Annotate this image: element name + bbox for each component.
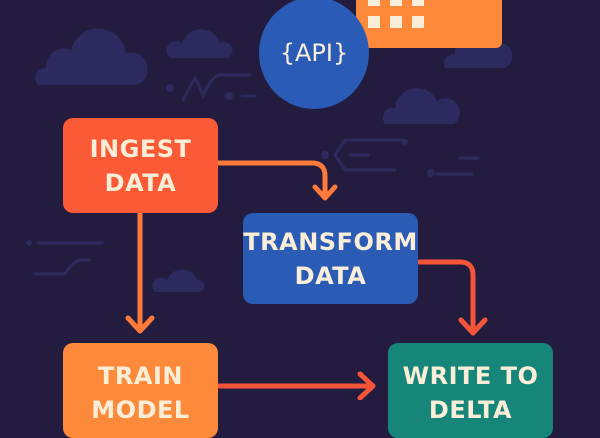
arrow-ingest-to-transform (215, 160, 338, 201)
cloud-icon (152, 269, 205, 292)
step-label: TRAIN (98, 362, 183, 390)
step-label: INGEST (89, 134, 192, 163)
step-label: DATA (104, 168, 177, 197)
step-ingest-data[interactable]: INGEST DATA (63, 118, 218, 213)
step-label: MODEL (91, 396, 190, 424)
step-label: DATA (294, 261, 367, 290)
cloud-icon (166, 29, 233, 58)
background-decoration (26, 0, 513, 400)
step-transform-data[interactable]: TRANSFORM DATA (243, 213, 418, 304)
step-train-model[interactable]: TRAIN MODEL (63, 343, 218, 438)
cloud-icon (35, 28, 148, 85)
step-label: WRITE TO (402, 362, 539, 390)
arrow-ingest-to-train (125, 210, 155, 334)
arrow-train-to-write (215, 371, 376, 400)
step-label: TRANSFORM (243, 227, 418, 256)
api-badge: {API} (259, 0, 369, 109)
step-write-to-delta[interactable]: WRITE TO DELTA (388, 343, 553, 438)
step-label: DELTA (428, 396, 513, 424)
arrow-transform-to-write (415, 259, 488, 336)
cloud-icon (382, 87, 460, 124)
calendar-icon (355, 0, 502, 48)
